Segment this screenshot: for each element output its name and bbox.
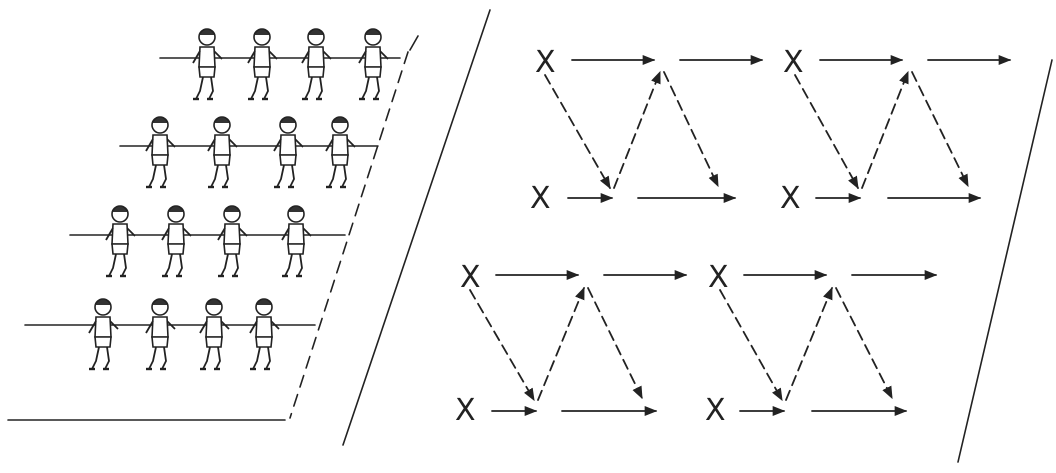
divider-line xyxy=(958,60,1052,462)
child-figure xyxy=(326,117,355,187)
start-marker: X xyxy=(780,181,801,216)
child-figure xyxy=(250,299,279,369)
child-figure xyxy=(248,29,277,99)
child-figure xyxy=(274,117,303,187)
child-figure xyxy=(282,206,311,276)
child-figure xyxy=(106,206,135,276)
start-marker: X xyxy=(705,393,726,428)
child-figure xyxy=(162,206,191,276)
zigzag-pattern: X X xyxy=(530,45,762,216)
child-figure xyxy=(200,299,229,369)
child-figure xyxy=(89,299,118,369)
running-lanes-panel xyxy=(8,36,418,420)
start-marker: X xyxy=(455,393,476,428)
children-group xyxy=(89,29,388,369)
child-figure xyxy=(218,206,247,276)
start-marker: X xyxy=(708,260,729,295)
start-marker: X xyxy=(530,181,551,216)
start-marker: X xyxy=(783,45,804,80)
child-figure xyxy=(146,299,175,369)
child-figure xyxy=(302,29,331,99)
child-figure xyxy=(193,29,222,99)
child-figure xyxy=(359,29,388,99)
zigzag-pattern: X X xyxy=(780,45,1010,216)
zigzag-pattern: X X xyxy=(455,260,686,428)
child-figure xyxy=(208,117,237,187)
child-figure xyxy=(146,117,175,187)
zigzag-pattern: X X xyxy=(705,260,936,428)
